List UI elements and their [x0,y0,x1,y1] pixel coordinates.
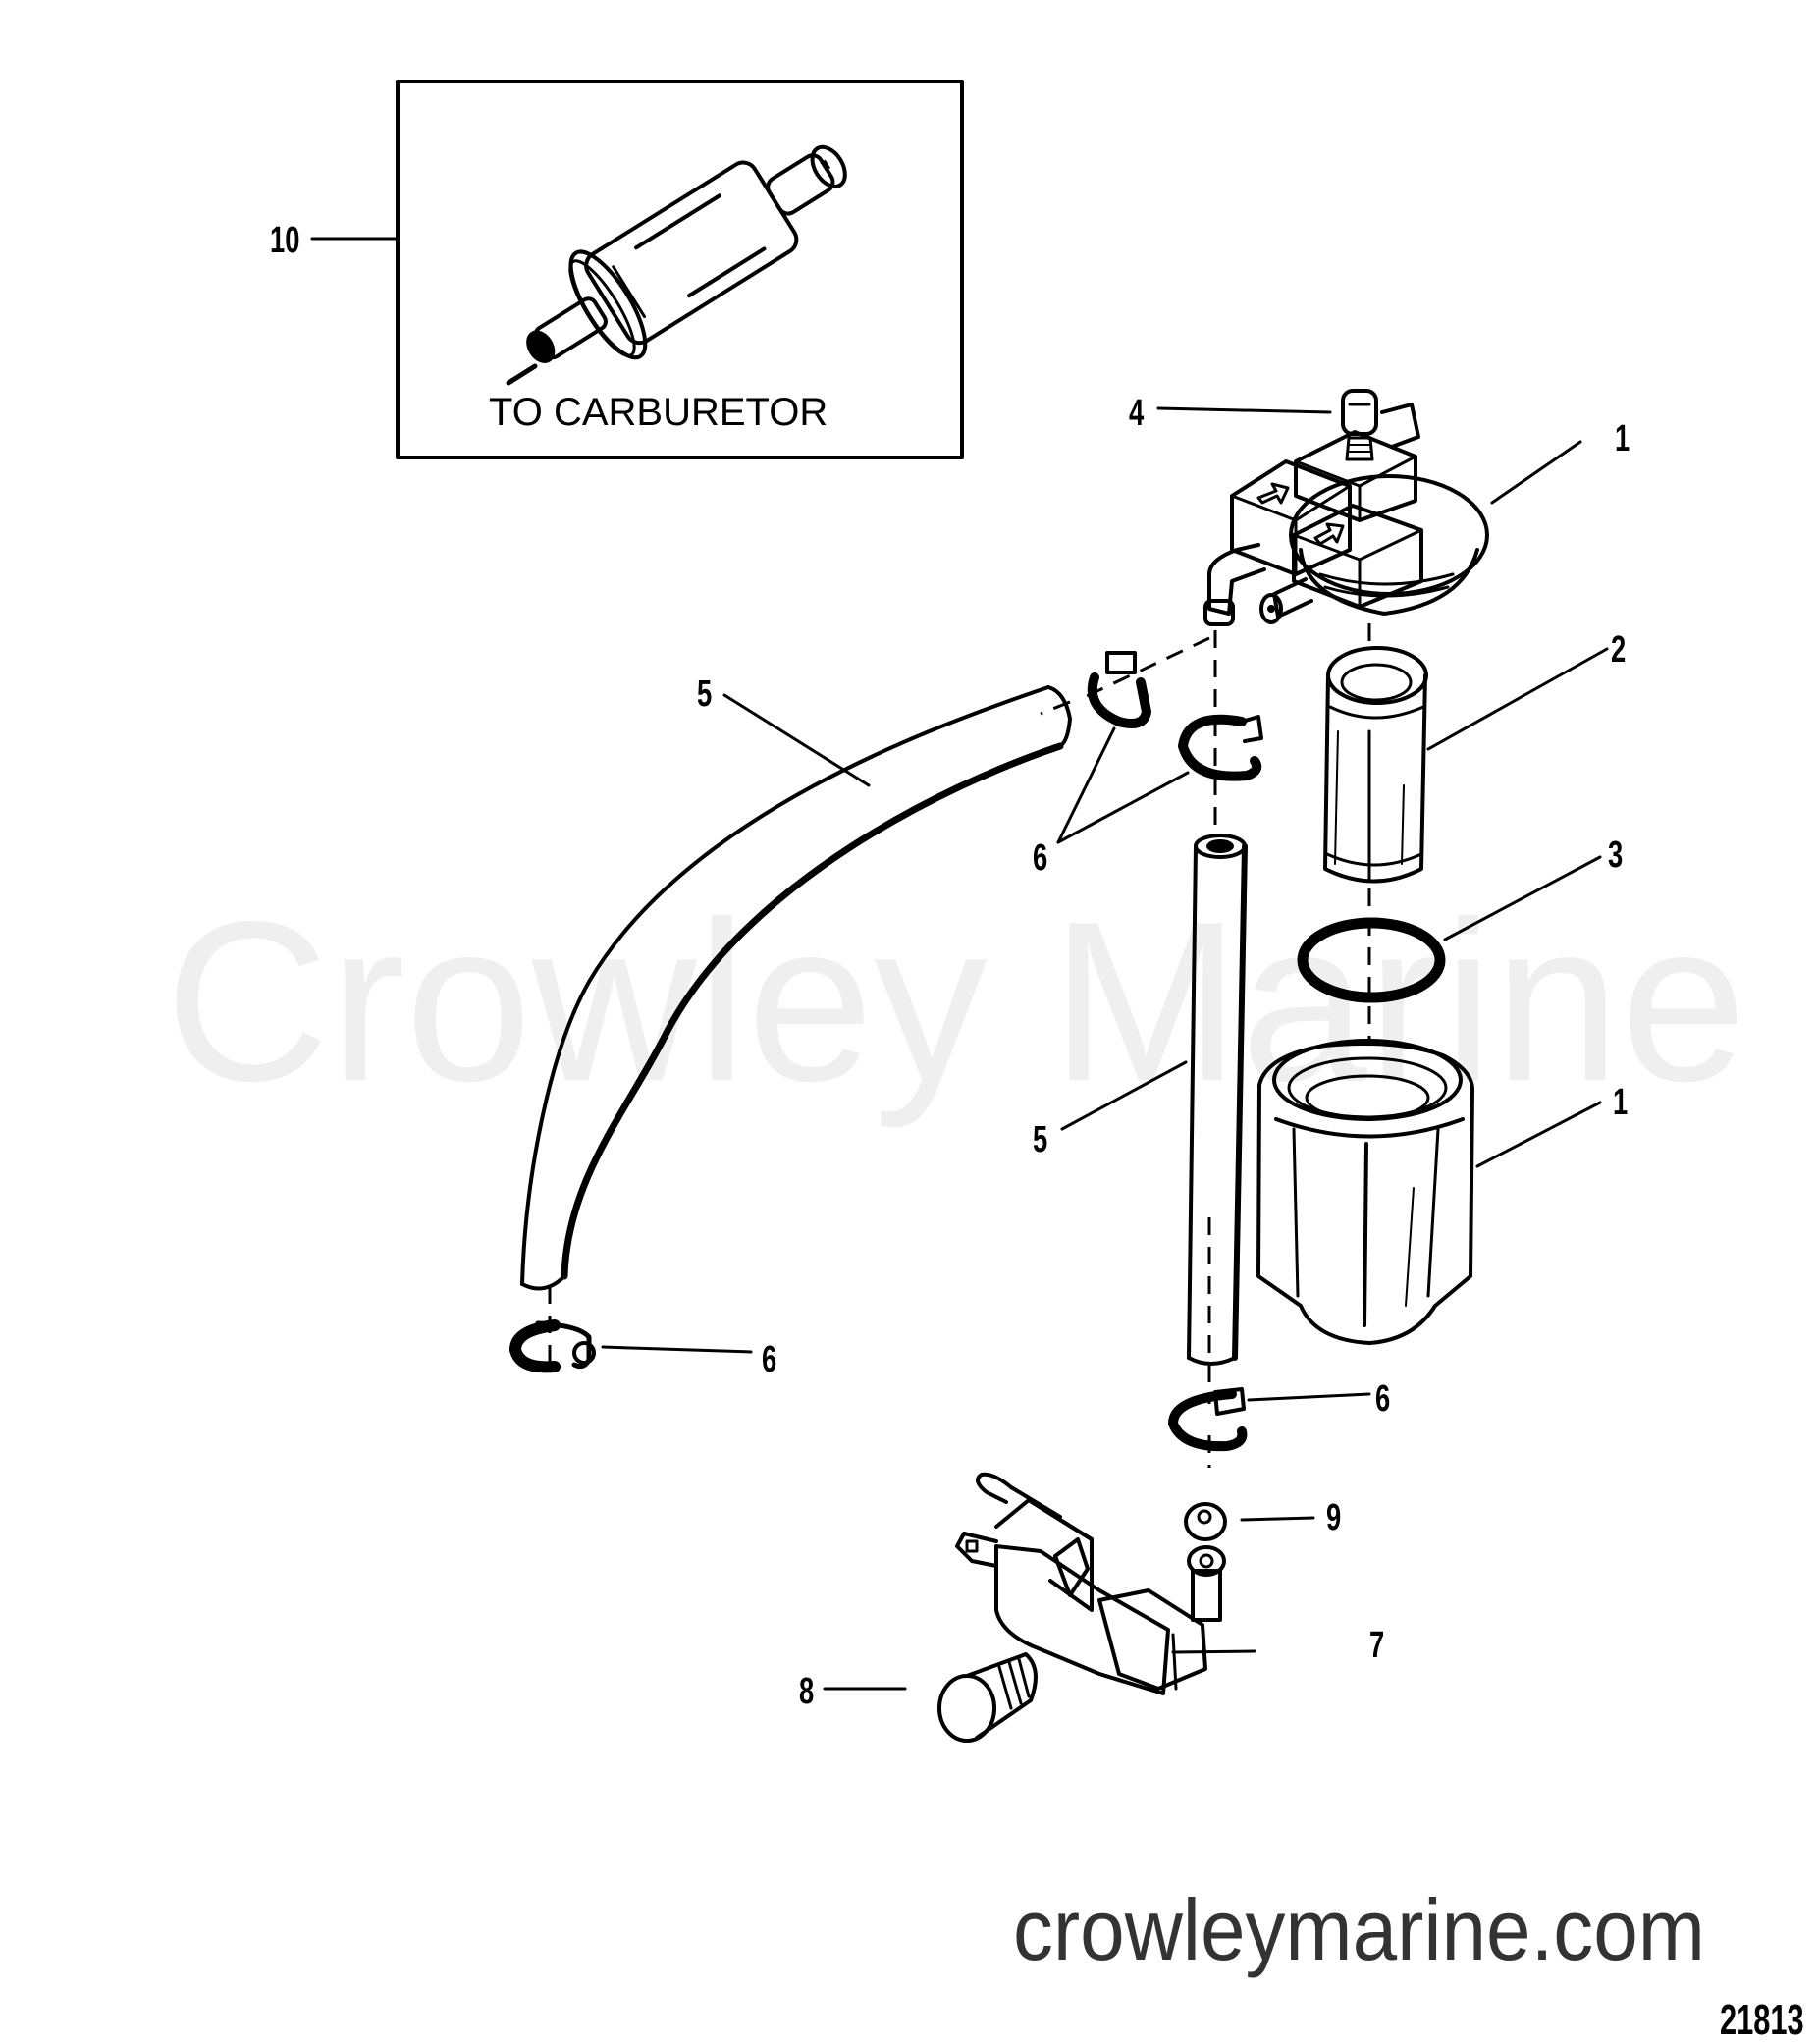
callout-3: 3 [1608,834,1624,876]
valve-assembly-icon [955,1472,1256,1695]
website-text: crowleymarine.com [1013,1881,1705,1978]
callout-7: 7 [1369,1625,1385,1666]
callout-6-left: 6 [762,1339,777,1380]
curved-hose-icon [520,685,1072,1291]
straight-hose-icon [1060,834,1248,1366]
inline-fuel-filter-icon [506,144,847,386]
inset-caption: TO CARBURETOR [489,391,828,434]
hose-clamp-lower-left-icon [509,1319,753,1373]
hose-clamp-upper-icon [1087,651,1151,728]
alignment-lines [548,623,1371,1468]
callout-4: 4 [1129,393,1145,434]
inset-box [310,80,964,459]
callout-5-curved-hose: 5 [697,673,713,715]
callout-6-pair: 6 [1033,837,1048,879]
callout-leaders-6-pair [1056,726,1190,844]
callout-6-right: 6 [1375,1378,1391,1420]
o-ring-icon [1297,855,1602,1003]
callout-8: 8 [799,1671,815,1712]
watermark-text: Crowley Marine [165,875,1747,1129]
callout-1-filter-head: 1 [1615,418,1630,459]
hose-clamp-lower-right-icon [1168,1387,1371,1452]
hose-clamp-middle-icon [1178,714,1263,781]
filter-bowl-icon [1256,1039,1602,1345]
callout-2: 2 [1611,629,1627,671]
callout-10: 10 [270,220,300,261]
callout-9: 9 [1326,1497,1342,1538]
figure-number: 21813 [1720,1996,1804,2044]
screw-icon [823,1652,1038,1743]
filter-head-icon [1156,389,1582,626]
cap-washer-icon [1184,1502,1315,1541]
callout-5-straight-hose: 5 [1033,1119,1048,1160]
callout-1-bowl: 1 [1613,1082,1629,1123]
filter-element-icon [1323,646,1609,884]
